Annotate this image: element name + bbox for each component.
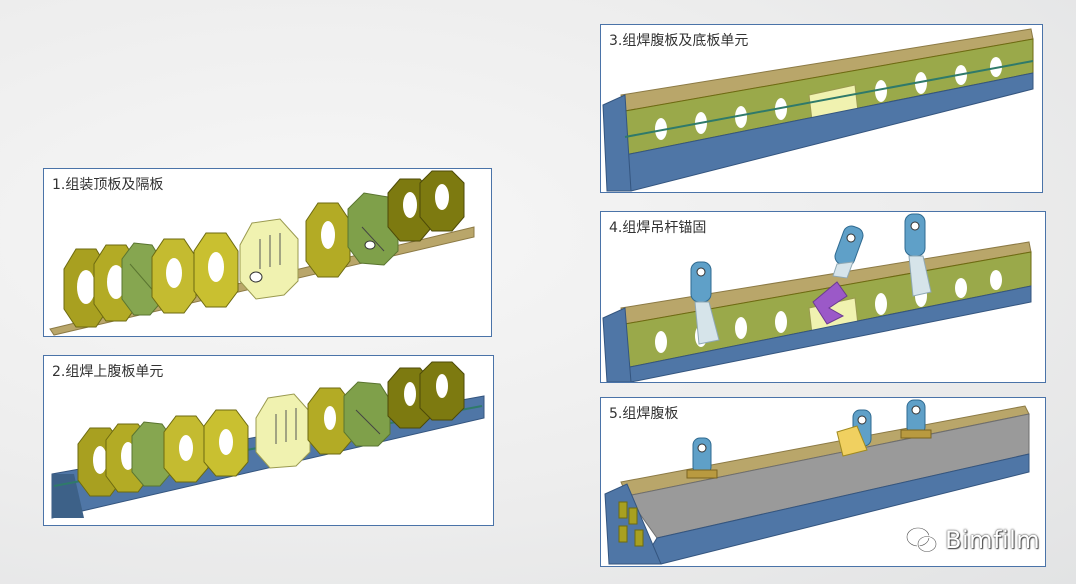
hanger-anchor	[686, 437, 718, 479]
hanger-anchor	[900, 399, 932, 439]
diaphragm-ends	[618, 501, 644, 547]
web-end	[602, 307, 632, 382]
step-1-illustration	[49, 170, 475, 336]
diaphragm	[151, 238, 197, 314]
hanger-anchor	[832, 225, 864, 279]
step-4-label: 4.组焊吊杆锚固	[609, 220, 707, 236]
web-end	[602, 94, 632, 192]
step-2-label: 2.组焊上腹板单元	[52, 364, 164, 380]
wechat-icon	[905, 526, 938, 553]
step-5-illustration	[604, 399, 1030, 565]
diaphragm	[419, 361, 465, 421]
diaphragm	[347, 192, 399, 266]
step-3-panel: 3.组焊腹板及底板单元	[600, 24, 1043, 193]
step-1-label: 1.组装顶板及隔板	[52, 177, 164, 193]
stiffener	[624, 60, 1034, 138]
diaphragm-pale	[255, 393, 311, 469]
step-3-label: 3.组焊腹板及底板单元	[609, 33, 749, 49]
diaphragm	[203, 409, 249, 477]
hanger-anchor	[904, 213, 932, 297]
watermark-text: Bimfilm	[945, 526, 1041, 554]
step-2-panel: 2.组焊上腹板单元	[43, 355, 494, 526]
purple-anchor-plate	[812, 281, 848, 325]
diaphragm-pale	[239, 218, 299, 300]
diaphragm	[343, 381, 391, 447]
step-4-panel: 4.组焊吊杆锚固	[600, 211, 1046, 383]
watermark: Bimfilm	[905, 522, 1040, 558]
step-2-illustration	[51, 361, 485, 519]
step-5-panel: 5.组焊腹板	[600, 397, 1046, 567]
step-4-illustration	[602, 213, 1032, 382]
step-3-illustration	[602, 28, 1034, 192]
diaphragm	[163, 415, 209, 483]
step-5-label: 5.组焊腹板	[609, 406, 679, 422]
hanger-anchor	[690, 261, 720, 345]
hanger-anchor	[836, 409, 872, 457]
diaphragm-holes	[655, 57, 1002, 140]
diaphragm	[193, 232, 239, 308]
diaphragm	[305, 202, 351, 278]
step-1-panel: 1.组装顶板及隔板	[43, 168, 492, 337]
diaphragm	[419, 170, 465, 232]
